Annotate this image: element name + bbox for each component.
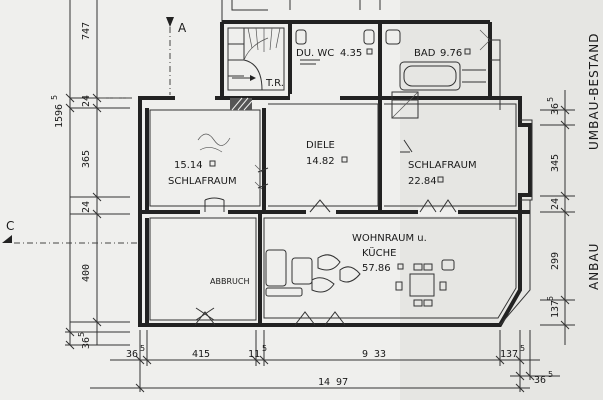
dim-bottom-137-sup: 5: [520, 344, 525, 353]
section-marker-a: [166, 17, 174, 95]
room-duwc-marker: [366, 48, 373, 55]
dim-bottom-11-sup: 5: [262, 344, 267, 353]
dim-right-345: 345: [550, 154, 561, 172]
dim-left-36: 36: [81, 337, 92, 349]
dim-bottom-36a: 36: [126, 349, 138, 360]
side-label-umbau: UMBAU-BESTAND: [587, 32, 601, 150]
room-bad-marker: [464, 48, 471, 55]
room-schlafraum-right-area: 22.84: [408, 176, 437, 187]
room-diele-area: 14.82: [306, 156, 335, 167]
room-treppe-label: T.R.: [265, 78, 284, 89]
dim-bottom-36a-sup: 5: [140, 344, 145, 353]
dimension-chain-bottom: [90, 330, 560, 393]
dim-bottom-36b-sup: 5: [548, 370, 553, 379]
dim-left-24a: 24: [81, 95, 92, 107]
room-wohnraum-area: 57.86: [362, 263, 391, 274]
room-wohnraum-name-2: KÜCHE: [362, 246, 396, 259]
dim-right-36: 36: [550, 103, 561, 115]
dim-bottom-415: 415: [192, 349, 210, 360]
dim-left-36-sup: 5: [77, 332, 86, 337]
dim-bottom-137: 137: [500, 349, 518, 360]
dim-left-1596: 1596: [54, 104, 65, 128]
room-schlafraum-right-name: SCHLAFRAUM: [408, 160, 477, 171]
room-bad-name: BAD: [414, 48, 436, 59]
room-diele-marker: [341, 156, 348, 163]
dim-left-365: 365: [81, 150, 92, 168]
room-duwc-area: 4.35: [340, 48, 362, 59]
dim-left-400: 400: [81, 264, 92, 282]
dim-left-1596-sup: 5: [50, 95, 59, 100]
paper-shade: [400, 0, 603, 400]
room-bad-area: 9.76: [440, 48, 462, 59]
dim-right-299: 299: [550, 252, 561, 270]
dim-bottom-36b: 36: [534, 375, 546, 386]
dim-bottom-1497: 14 97: [318, 377, 348, 388]
room-diele-name: DIELE: [306, 140, 335, 151]
section-a-label: A: [178, 21, 187, 35]
dim-right-137-sup: 5: [546, 296, 555, 301]
room-duwc-name: DU. WC: [296, 48, 334, 59]
room-schlafraum-right-marker: [437, 176, 444, 183]
dim-right-24: 24: [550, 198, 561, 210]
dim-right-137: 137: [550, 300, 561, 318]
dim-bottom-933: 9 33: [362, 349, 386, 360]
dim-left-747: 747: [81, 22, 92, 40]
room-schlafraum-left-area: 15.14: [174, 160, 203, 171]
abbruch-label: ABBRUCH: [210, 277, 249, 286]
room-wohnraum-name-1: WOHNRAUM u.: [352, 233, 427, 244]
dimension-chain-right: [540, 90, 575, 345]
room-schlafraum-left-name: SCHLAFRAUM: [168, 176, 237, 187]
dim-right-36-sup: 5: [546, 97, 555, 102]
dim-bottom-11: 11: [248, 349, 260, 360]
dimension-chain-left: [65, 0, 135, 350]
dim-left-24b: 24: [81, 201, 92, 213]
room-schlafraum-left-marker: [209, 160, 216, 167]
room-wohnraum-marker: [397, 263, 404, 270]
inner-lines: [149, 91, 517, 326]
section-c-label: C: [6, 219, 14, 233]
section-marker-c: [2, 235, 140, 244]
side-label-anbau: ANBAU: [587, 243, 601, 290]
top-wing: [220, 0, 501, 110]
